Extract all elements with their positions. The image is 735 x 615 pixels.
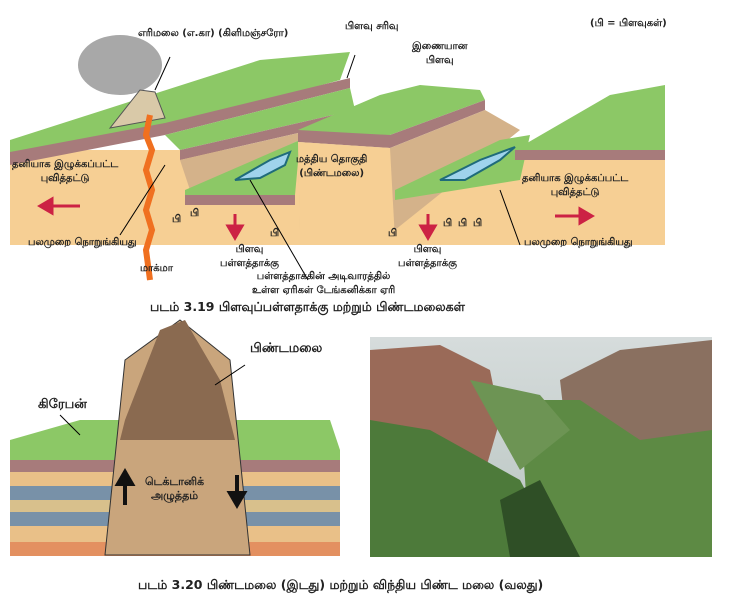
fault-mark: பி xyxy=(172,214,182,225)
fault-mark: பி xyxy=(443,218,453,229)
parallel-fault-line1: இணையான xyxy=(412,41,468,52)
middle-block-label: மத்திய தொகுதி (பிண்டமலை) xyxy=(296,153,367,181)
lake-line1: பள்ளத்தாக்கின் அடிவாரத்தில் xyxy=(256,271,391,282)
lake-label: பள்ளத்தாக்கின் அடிவாரத்தில் உள்ள ஏரிகள் ட… xyxy=(252,270,395,298)
lake-right xyxy=(439,146,516,181)
rift-valley-right-line2: பள்ளத்தாக்கு xyxy=(398,258,457,269)
left-plate-grass xyxy=(10,52,350,155)
leader-lines xyxy=(119,54,521,281)
isolated-plate-right-label: தனியாக இழுக்கப்பட்ட புவித்தட்டு xyxy=(522,172,628,200)
rift-valley-diagram xyxy=(10,35,665,281)
right-plate-grass xyxy=(515,85,665,150)
isolated-plate-left-label: தனியாக இழுக்கப்பட்ட புவித்தட்டு xyxy=(12,158,118,186)
middle-block-line2: (பிண்டமலை) xyxy=(299,168,365,179)
horst-rock xyxy=(298,100,485,148)
fault-mark: பி xyxy=(388,228,398,239)
isolated-plate-left-line1: தனியாக இழுக்கப்பட்ட xyxy=(12,159,119,170)
figure-3-19-caption: படம் 3.19 பிளவுப்பள்ளதாக்கு மற்றும் பிண்… xyxy=(150,299,465,314)
pull-apart-arrows xyxy=(37,196,595,241)
tectonic-pressure-label: டெக்டானிக்அழுத்தம் xyxy=(145,475,204,503)
horst-label: பிண்டமலை xyxy=(250,341,323,356)
left-valley-wall xyxy=(180,120,355,190)
step-rock xyxy=(180,110,355,160)
graben-leader xyxy=(59,414,81,436)
parallel-fault-label: இணையான பிளவு xyxy=(412,40,467,68)
right-graben-grass xyxy=(235,420,340,460)
horst-front xyxy=(298,142,395,240)
isolated-plate-left-line2: புவித்தட்டு xyxy=(40,173,90,184)
left-valley-rock xyxy=(185,195,295,205)
horst-peak xyxy=(120,320,235,440)
right-valley-floor xyxy=(395,135,530,200)
volcano-label: எரிமலை (எ.கா) (கிளிமஞ்சரோ) xyxy=(138,28,289,39)
tectonic-line2: அழுத்தம் xyxy=(150,489,199,502)
rift-valley-left-line1: பிளவு xyxy=(235,244,264,255)
magma-label: மாக்மா xyxy=(140,263,173,274)
shattered-left-label: பலமுறை நொறுங்கியது xyxy=(28,237,137,248)
lake-line2: உள்ள ஏரிகள் டேங்கனிக்கா ஏரி xyxy=(252,285,396,296)
step-block xyxy=(165,88,355,150)
tectonic-arrows xyxy=(114,468,248,509)
rift-valley-right-label: பிளவு பள்ளத்தாக்கு xyxy=(398,243,457,271)
fault-mark: பி xyxy=(270,228,280,239)
horst-top xyxy=(298,85,485,135)
rift-valley-left-label: பிளவு பள்ளத்தாக்கு xyxy=(220,243,279,271)
horst-leader xyxy=(214,364,246,386)
isolated-plate-right-line2: புவித்தட்டு xyxy=(550,187,600,198)
figure-3-20-caption: படம் 3.20 பிண்டமலை (இடது) மற்றும் விந்தி… xyxy=(138,577,544,592)
fault-mark: பி xyxy=(458,218,468,229)
legend-label: (பி = பிளவுகள்) xyxy=(590,18,667,29)
fault-mark: பி xyxy=(473,218,483,229)
middle-block-line1: மத்திய தொகுதி xyxy=(296,154,368,165)
left-valley-floor xyxy=(185,140,300,200)
isolated-plate-right-line1: தனியாக இழுக்கப்பட்ட xyxy=(522,173,629,184)
fault-scarp-label: பிளவு சரிவு xyxy=(345,21,399,32)
parallel-fault-line2: பிளவு xyxy=(425,55,454,66)
vindhya-horst-photo xyxy=(370,337,712,557)
magma-dike xyxy=(142,114,156,281)
tectonic-line1: டெக்டானிக் xyxy=(145,475,205,488)
right-plate-rock xyxy=(515,150,665,160)
rift-valley-left-line2: பள்ளத்தாக்கு xyxy=(220,258,279,269)
left-plate-rock xyxy=(10,78,350,165)
lake-left xyxy=(234,150,292,181)
rift-valley-right-line1: பிளவு xyxy=(413,244,442,255)
shattered-right-label: பலமுறை நொறுங்கியது xyxy=(524,237,633,248)
graben-label: கிரேபன் xyxy=(38,397,87,412)
ash-cloud xyxy=(78,35,162,95)
fault-mark: பி xyxy=(190,208,200,219)
